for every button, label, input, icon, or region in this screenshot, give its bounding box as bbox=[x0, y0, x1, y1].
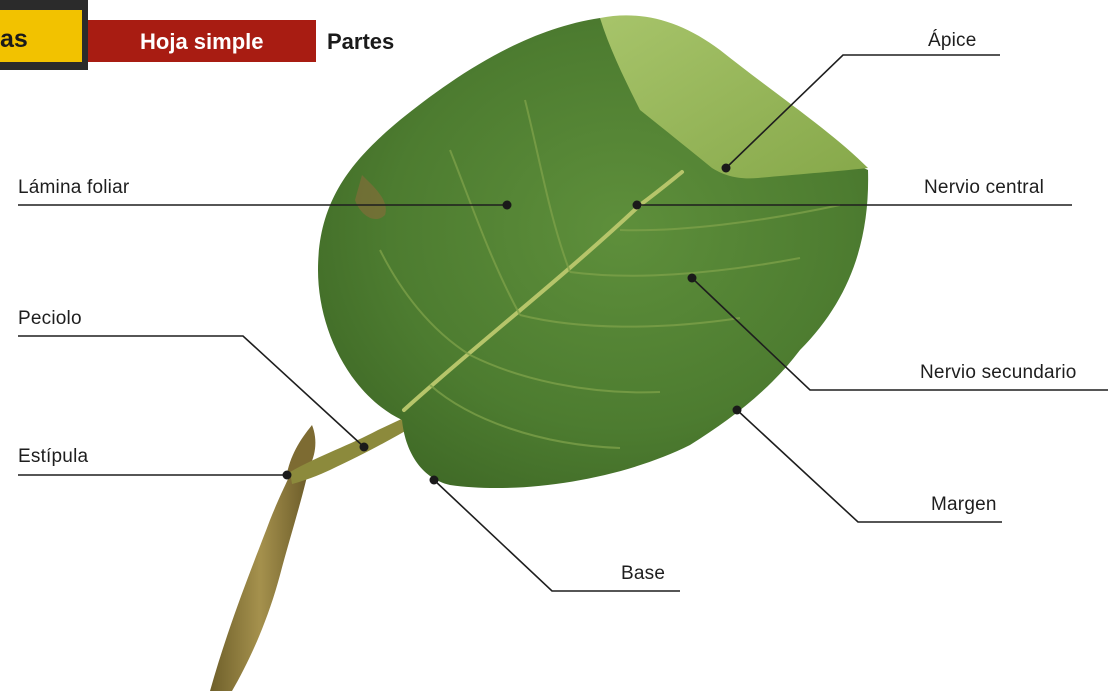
label-nervio-secundario: Nervio secundario bbox=[920, 362, 1077, 384]
branch-stem bbox=[210, 462, 310, 691]
dot-nervio-secundario bbox=[688, 274, 697, 283]
label-nervio-central: Nervio central bbox=[924, 177, 1044, 199]
dot-lamina bbox=[503, 201, 512, 210]
dot-margen bbox=[733, 406, 742, 415]
label-margen: Margen bbox=[931, 494, 997, 516]
leaf-blade bbox=[318, 18, 868, 488]
dot-base bbox=[430, 476, 439, 485]
label-lamina-foliar: Lámina foliar bbox=[18, 177, 129, 199]
label-base: Base bbox=[621, 563, 665, 585]
dot-peciolo bbox=[360, 443, 369, 452]
label-apice: Ápice bbox=[928, 30, 977, 52]
label-estipula: Estípula bbox=[18, 446, 88, 468]
dot-nervio-central bbox=[633, 201, 642, 210]
dot-apice bbox=[722, 164, 731, 173]
label-peciolo: Peciolo bbox=[18, 308, 82, 330]
dot-estipula bbox=[283, 471, 292, 480]
